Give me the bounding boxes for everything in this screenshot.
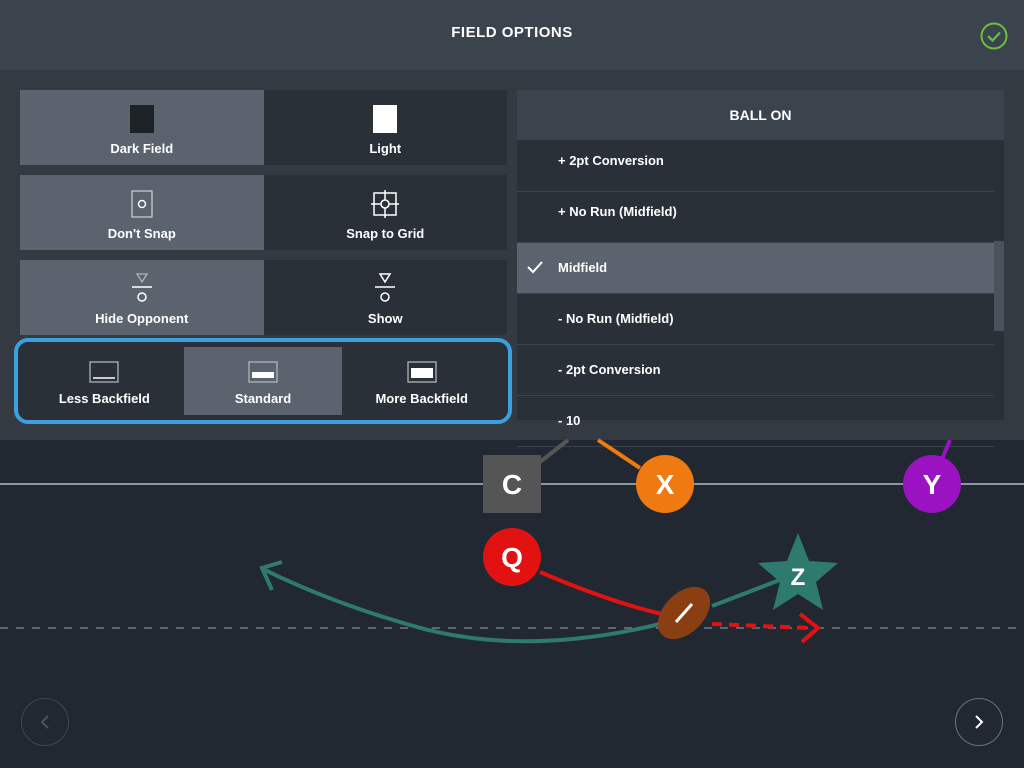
chevron-right-icon [975,715,984,729]
dark-field-icon [129,105,154,133]
z-route [711,576,786,608]
player-x-label: X [656,469,675,500]
selected-item-label: Midfield [558,260,608,275]
dark-field-option[interactable]: Dark Field [20,90,264,165]
play-field: C X Y Q Z [0,438,1024,649]
ball-on-list-panel: BALL ON + 2pt Conversion + No Run (Midfi… [517,90,1004,447]
ball-on-list[interactable]: + 2pt Conversion + No Run (Midfield) Mid… [517,141,1004,447]
standard-backfield-option[interactable]: Standard [183,347,343,415]
less-backfield-icon [89,361,119,383]
opponent-row: Hide Opponent Show [20,260,507,335]
light-field-icon [373,105,398,133]
show-opponent-label: Show [367,311,403,326]
done-button[interactable] [979,21,1009,51]
pass-arrowhead-icon [798,612,822,644]
list-item[interactable]: - 10 [517,396,994,447]
q-route [539,570,663,616]
football-icon[interactable] [648,577,720,649]
chevron-left-icon [40,715,49,729]
backfield-selector: Less Backfield Standard More Backfield [14,338,512,424]
more-backfield-label: More Backfield [375,391,468,406]
more-backfield-icon [407,361,437,383]
list-item[interactable]: + No Run (Midfield) [517,192,994,243]
swing-route [264,568,661,644]
player-q[interactable]: Q [483,528,541,586]
player-z[interactable]: Z [758,533,838,610]
dont-snap-option[interactable]: Don't Snap [20,175,264,250]
next-button[interactable] [955,698,1003,746]
list-scrollbar[interactable] [994,241,1004,331]
x-route [596,438,642,470]
list-item[interactable]: - 2pt Conversion [517,345,994,396]
page-title: FIELD OPTIONS [451,24,573,41]
player-y[interactable]: Y [903,455,961,513]
player-y-label: Y [923,469,942,500]
less-backfield-option[interactable]: Less Backfield [25,347,184,415]
player-z-label: Z [791,564,806,591]
player-c[interactable]: C [483,455,541,513]
show-opponent-option[interactable]: Show [263,260,507,335]
no-snap-icon [131,190,153,218]
standard-backfield-icon [248,361,278,383]
header: FIELD OPTIONS [0,0,1024,71]
more-backfield-option[interactable]: More Backfield [342,347,502,415]
hide-opponent-label: Hide Opponent [95,311,189,326]
c-route [538,438,570,464]
previous-button[interactable] [21,698,69,746]
ball-on-title: BALL ON [517,90,1004,141]
check-circle-icon [980,22,1008,50]
hide-opponent-option[interactable]: Hide Opponent [20,260,264,335]
snap-to-grid-label: Snap to Grid [346,226,425,241]
player-q-label: Q [501,542,523,573]
route-arrowhead-icon [259,560,283,591]
dont-snap-label: Don't Snap [107,226,176,241]
list-item[interactable]: + 2pt Conversion [517,141,994,192]
field-color-row: Dark Field Light [20,90,507,165]
standard-backfield-label: Standard [234,391,292,406]
show-opponent-icon [375,273,396,302]
less-backfield-label: Less Backfield [58,391,150,406]
light-field-option[interactable]: Light [263,90,507,165]
snap-row: Don't Snap Snap to Grid [20,175,507,250]
list-item-selected[interactable]: Midfield [517,243,994,294]
list-item[interactable]: - No Run (Midfield) [517,294,994,345]
light-field-label: Light [369,141,402,156]
checkmark-icon [527,261,543,274]
player-c-label: C [502,469,522,500]
player-x[interactable]: X [636,455,694,513]
snap-to-grid-option[interactable]: Snap to Grid [263,175,507,250]
crosshair-grid-icon [371,190,400,218]
hide-opponent-icon [131,273,152,302]
dark-field-label: Dark Field [110,141,174,156]
